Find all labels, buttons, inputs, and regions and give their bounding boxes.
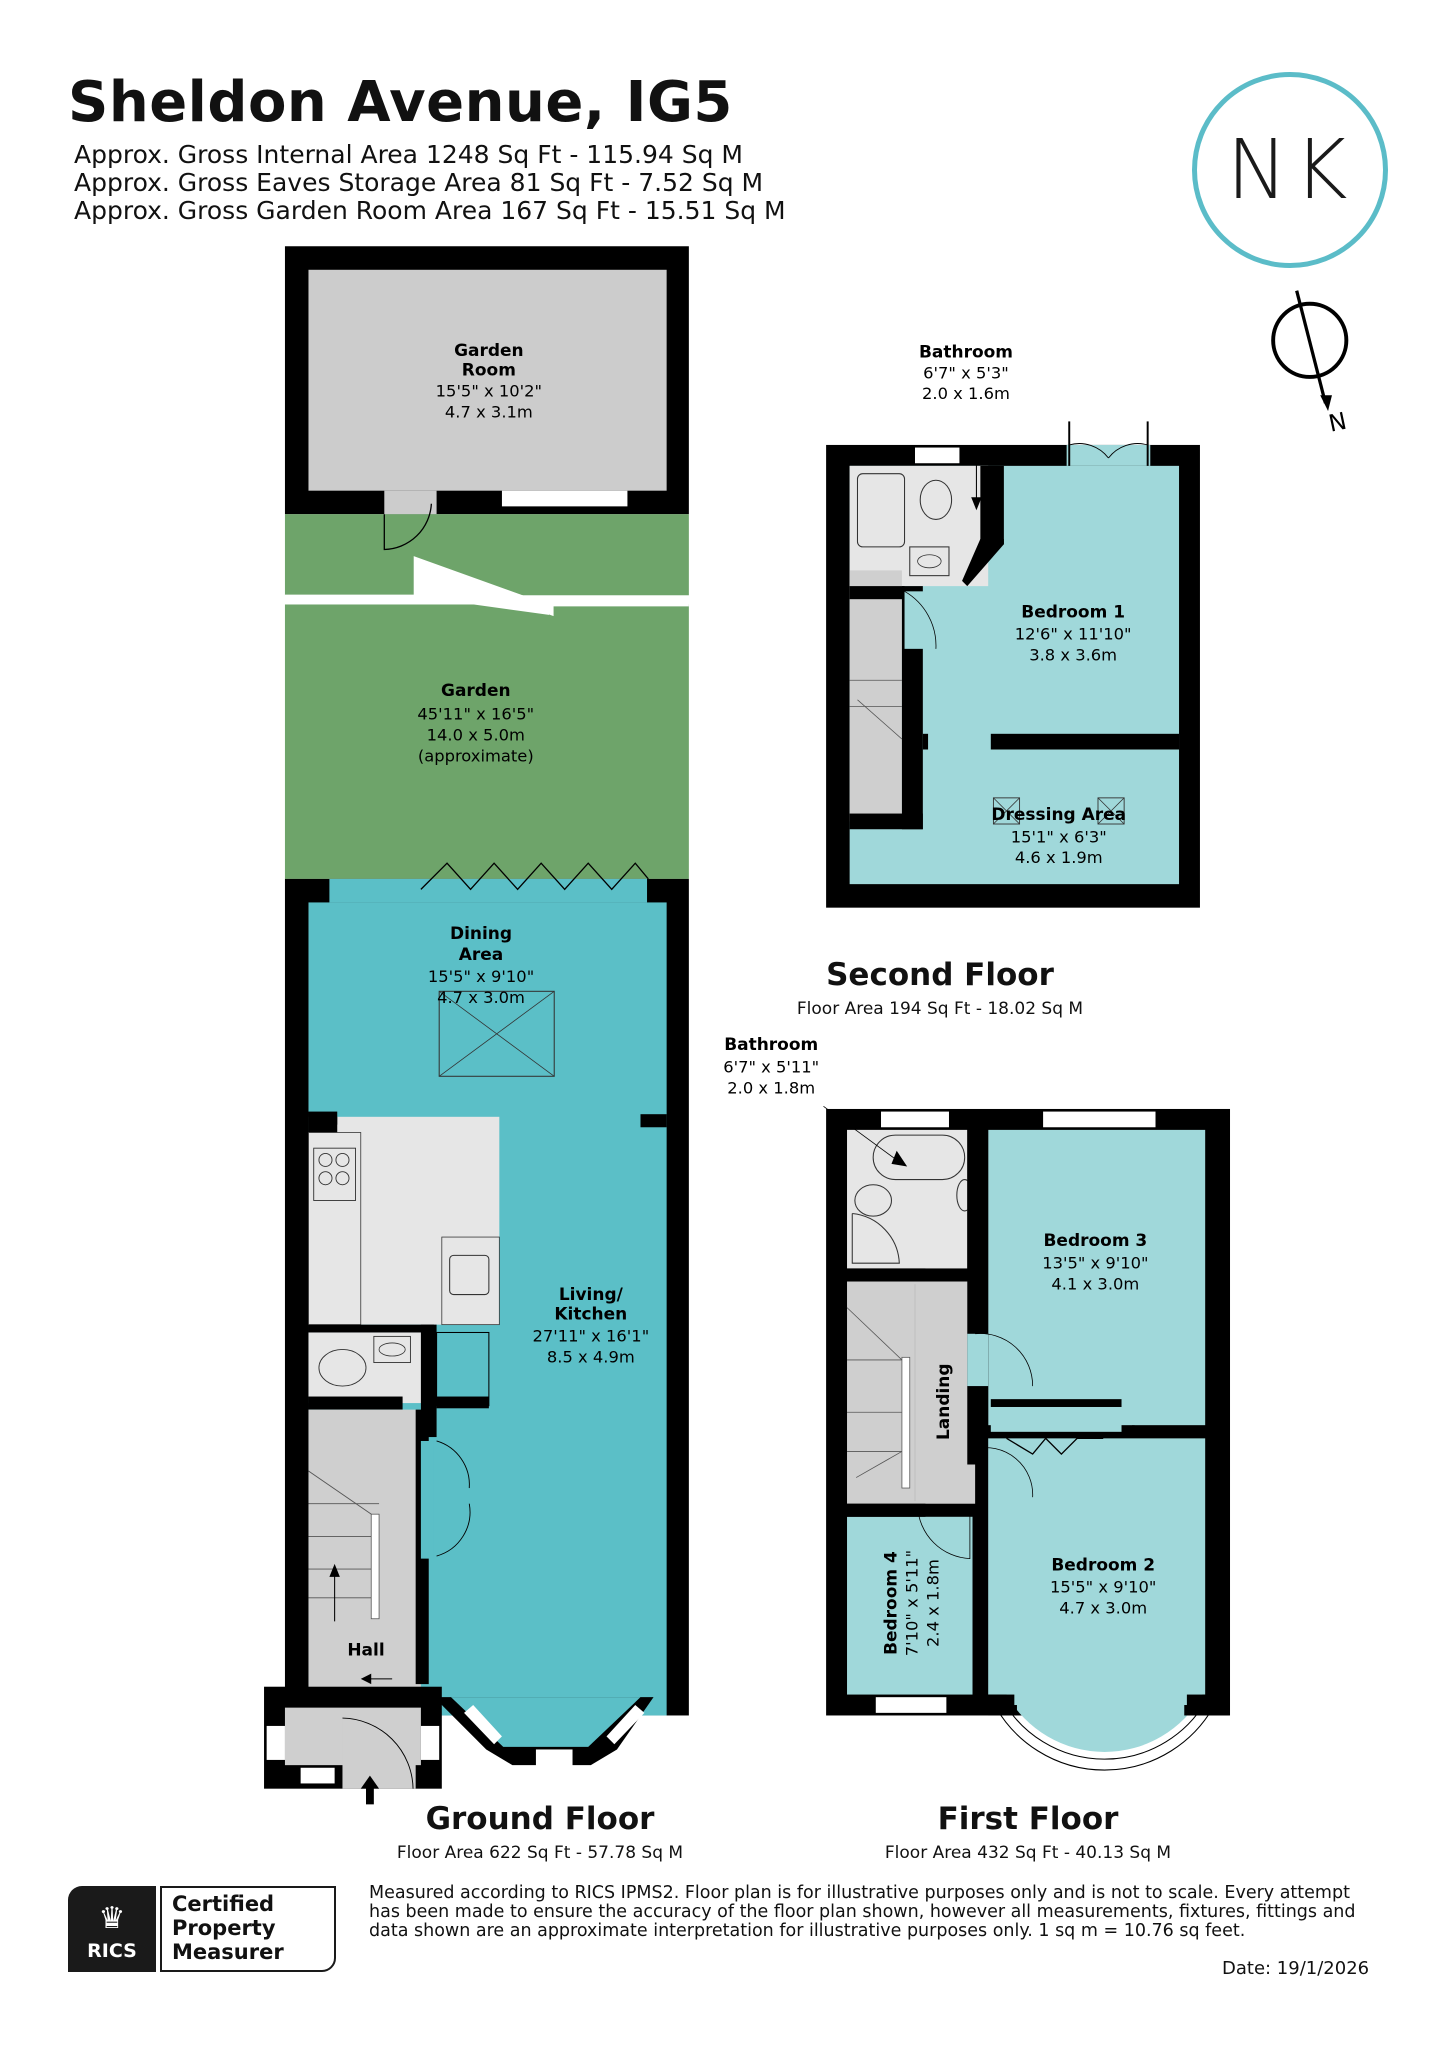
svg-text:Garden: Garden: [441, 681, 511, 701]
svg-text:8.5 x 4.9m: 8.5 x 4.9m: [547, 1348, 635, 1367]
disclaimer-text: Measured according to RICS IPMS2. Floor …: [369, 1883, 1356, 1941]
first-floor-plan: Landing Bathroom 6'7" x 5'11" 2.0 x 1.8m…: [723, 1035, 1231, 1771]
svg-text:4.1 x 3.0m: 4.1 x 3.0m: [1051, 1274, 1139, 1293]
svg-text:6'7" x 5'11": 6'7" x 5'11": [723, 1057, 819, 1076]
ground-floor-plan: Garden Room 15'5" x 10'2" 4.7 x 3.1m Gar…: [264, 246, 689, 1805]
svg-text:Bedroom 1: Bedroom 1: [1021, 602, 1125, 622]
gross-internal-area: Approx. Gross Internal Area 1248 Sq Ft -…: [74, 140, 743, 169]
svg-text:15'1" x 6'3": 15'1" x 6'3": [1011, 827, 1107, 846]
svg-text:2.4 x 1.8m: 2.4 x 1.8m: [924, 1559, 943, 1647]
landing-label: Landing: [934, 1363, 954, 1440]
svg-text:4.7 x 3.0m: 4.7 x 3.0m: [437, 988, 525, 1007]
second-floor-area: Floor Area 194 Sq Ft - 18.02 Sq M: [796, 999, 1084, 1019]
bedroom-2-label: Bedroom 2 15'5" x 9'10" 4.7 x 3.0m: [1050, 1555, 1156, 1617]
svg-text:4.6 x 1.9m: 4.6 x 1.9m: [1015, 848, 1103, 867]
svg-text:7'10" x 5'11": 7'10" x 5'11": [903, 1550, 922, 1656]
lion-icon: ♛: [98, 1902, 126, 1935]
svg-text:4.7 x 3.0m: 4.7 x 3.0m: [1059, 1599, 1147, 1618]
compass-icon: N: [1271, 290, 1349, 438]
ground-floor-area: Floor Area 622 Sq Ft - 57.78 Sq M: [396, 1843, 684, 1863]
svg-text:2.0 x 1.8m: 2.0 x 1.8m: [727, 1078, 815, 1097]
svg-text:Kitchen: Kitchen: [554, 1304, 627, 1324]
svg-text:Bedroom 4: Bedroom 4: [882, 1551, 902, 1655]
svg-text:13'5" x 9'10": 13'5" x 9'10": [1042, 1253, 1148, 1272]
bedroom-3-label: Bedroom 3 13'5" x 9'10" 4.1 x 3.0m: [1042, 1231, 1148, 1293]
svg-text:12'6" x 11'10": 12'6" x 11'10": [1015, 625, 1132, 644]
property-title: Sheldon Avenue, IG5: [68, 70, 733, 135]
first-floor-title: First Floor: [937, 1801, 1119, 1837]
bedroom-1-label: Bedroom 1 12'6" x 11'10" 3.8 x 3.6m: [1015, 602, 1132, 664]
second-bathroom-label: Bathroom 6'7" x 5'3" 2.0 x 1.6m: [919, 342, 1013, 403]
svg-text:Living/: Living/: [559, 1285, 624, 1305]
svg-text:Dining: Dining: [450, 924, 512, 944]
rics-logo: ♛ RICS: [68, 1886, 156, 1972]
svg-text:6'7" x 5'3": 6'7" x 5'3": [923, 363, 1009, 382]
living-kitchen-label: Living/ Kitchen 27'11" x 16'1" 8.5 x 4.9…: [532, 1285, 649, 1367]
rics-certified-badge: ♛ RICS Certified Property Measurer: [68, 1886, 336, 1972]
certified-property-measurer-text: Certified Property Measurer: [160, 1886, 336, 1972]
svg-text:45'11" x 16'5": 45'11" x 16'5": [417, 704, 534, 723]
svg-text:15'5" x 10'2": 15'5" x 10'2": [436, 382, 542, 401]
svg-text:3.8 x 3.6m: 3.8 x 3.6m: [1029, 646, 1117, 665]
svg-text:15'5" x 9'10": 15'5" x 9'10": [428, 967, 534, 986]
bedroom-4-label: Bedroom 4 7'10" x 5'11" 2.4 x 1.8m: [882, 1550, 943, 1656]
svg-text:Bedroom 3: Bedroom 3: [1043, 1231, 1147, 1251]
svg-text:Bathroom: Bathroom: [724, 1035, 818, 1055]
ground-floor-title: Ground Floor: [425, 1801, 655, 1837]
second-floor-plan: Bathroom 6'7" x 5'3" 2.0 x 1.6m Bedroom …: [826, 342, 1200, 908]
svg-text:Bedroom 2: Bedroom 2: [1051, 1555, 1155, 1575]
north-label: N: [1326, 407, 1349, 438]
first-bathroom-label: Bathroom 6'7" x 5'11" 2.0 x 1.8m: [723, 1035, 819, 1097]
svg-text:Bathroom: Bathroom: [919, 342, 1013, 362]
eaves-storage-area: Approx. Gross Eaves Storage Area 81 Sq F…: [74, 168, 764, 197]
dining-area-label: Dining Area 15'5" x 9'10" 4.7 x 3.0m: [428, 924, 534, 1007]
svg-text:(approximate): (approximate): [418, 746, 534, 765]
svg-text:Dressing Area: Dressing Area: [991, 805, 1126, 825]
plan-date: Date: 19/1/2026: [1222, 1958, 1370, 1979]
svg-text:Area: Area: [459, 945, 504, 965]
garden-room-label: Garden Room 15'5" x 10'2" 4.7 x 3.1m: [436, 341, 542, 421]
garden-room-area: Approx. Gross Garden Room Area 167 Sq Ft…: [74, 196, 786, 225]
second-floor-title: Second Floor: [826, 957, 1054, 993]
svg-text:27'11" x 16'1": 27'11" x 16'1": [532, 1327, 649, 1346]
garden-label: Garden 45'11" x 16'5" 14.0 x 5.0m (appro…: [417, 681, 534, 765]
dressing-area-label: Dressing Area 15'1" x 6'3" 4.6 x 1.9m: [991, 805, 1126, 867]
svg-text:14.0 x 5.0m: 14.0 x 5.0m: [427, 725, 525, 744]
svg-text:4.7 x 3.1m: 4.7 x 3.1m: [445, 402, 533, 421]
hall-label: Hall: [347, 1640, 384, 1660]
svg-text:2.0 x 1.6m: 2.0 x 1.6m: [922, 384, 1010, 403]
first-floor-area: Floor Area 432 Sq Ft - 40.13 Sq M: [884, 1843, 1172, 1863]
svg-text:Garden: Garden: [454, 341, 524, 361]
svg-text:Room: Room: [462, 361, 516, 381]
svg-text:15'5" x 9'10": 15'5" x 9'10": [1050, 1578, 1156, 1597]
nk-logo: NK: [1192, 72, 1388, 268]
